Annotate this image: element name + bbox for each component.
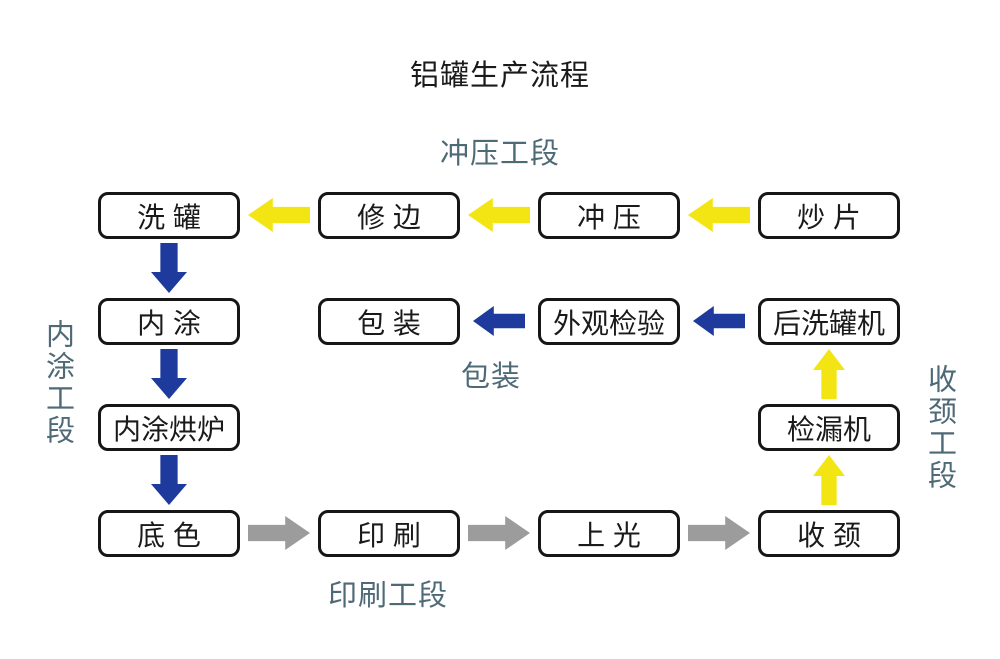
gray-arrow-right-icon [688,516,750,550]
gray-arrow-right-icon [248,516,310,550]
blue-arrow-down-icon [151,349,187,399]
yellow-arrow-left-icon [688,198,750,232]
yellow-arrow-left-icon [468,198,530,232]
box-inner-coat-oven: 内涂烘炉 [98,404,240,451]
section-label-printing: 印刷工段 [328,580,449,612]
yellow-arrow-up-icon [813,349,845,399]
yellow-arrow-left-icon [248,198,310,232]
box-trim-edge: 修 边 [318,192,460,239]
box-neck-in: 收 颈 [758,510,900,557]
box-visual-inspection: 外观检验 [538,298,680,345]
blue-arrow-down-icon [151,455,187,505]
box-pack: 包 装 [318,298,460,345]
section-label-necking: 收颈工段 [923,364,956,492]
box-post-wash-machine: 后洗罐机 [758,298,900,345]
yellow-arrow-up-icon [813,455,845,505]
box-fry-sheet: 炒 片 [758,192,900,239]
box-wash-can: 洗 罐 [98,192,240,239]
section-label-packaging: 包装 [461,361,522,393]
blue-arrow-left-icon [693,306,745,336]
diagram-title: 铝罐生产流程 [409,60,590,92]
box-glaze: 上 光 [538,510,680,557]
box-stamp: 冲 压 [538,192,680,239]
box-inner-coat: 内 涂 [98,298,240,345]
blue-arrow-left-icon [473,306,525,336]
section-label-stamping: 冲压工段 [439,138,560,170]
box-print: 印 刷 [318,510,460,557]
gray-arrow-right-icon [468,516,530,550]
box-base-color: 底 色 [98,510,240,557]
box-leak-detector: 检漏机 [758,404,900,451]
blue-arrow-down-icon [151,243,187,293]
section-label-inner-coating: 内涂工段 [41,319,74,447]
